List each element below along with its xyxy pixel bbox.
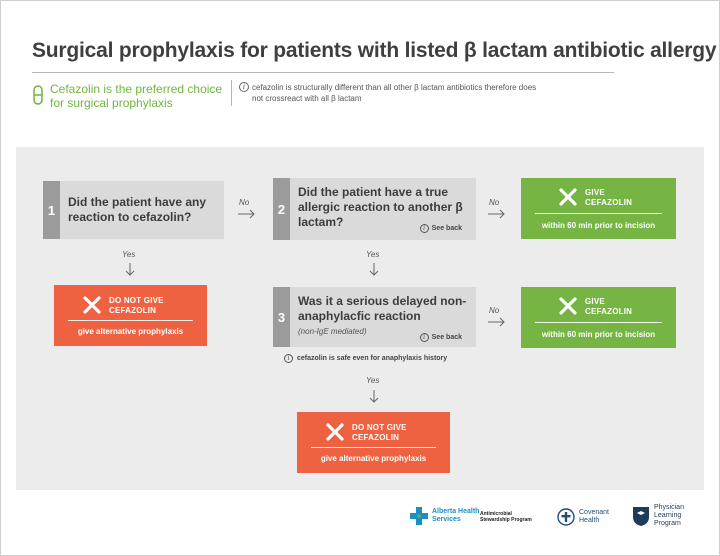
ahs-wordmark: Alberta Health Services — [432, 508, 479, 524]
question-2-see-back: i See back — [419, 224, 462, 233]
alberta-health-services-logo: Alberta Health Services — [410, 507, 479, 525]
x-icon — [559, 297, 577, 315]
question-2-box: 2 Did the patient have a true allergic r… — [273, 178, 476, 240]
outcome-rule — [535, 322, 662, 323]
question-3-subtext: (non-IgE mediated) — [298, 327, 367, 336]
do-not-give-label: DO NOT GIVE CEFAZOLIN — [352, 423, 407, 443]
yes-label-q2: Yes — [366, 250, 380, 259]
info-icon: i — [239, 82, 249, 92]
alternative-prophylaxis-text: give alternative prophylaxis — [77, 327, 184, 336]
title-rule — [32, 72, 614, 73]
arrow-right-icon — [488, 209, 505, 219]
label-line-1: DO NOT GIVE — [109, 296, 164, 305]
timing-text: within 60 min prior to incision — [541, 330, 656, 339]
covenant-line-1: Covenant — [579, 509, 609, 516]
plp-line-1: Physician — [654, 504, 684, 511]
antimicrobial-stewardship-logo: Antimicrobial Stewardship Program — [480, 511, 532, 523]
see-back-label: See back — [431, 225, 462, 232]
give-outcome-q2: GIVE CEFAZOLIN within 60 min prior to in… — [521, 178, 676, 239]
outcome-rule — [311, 447, 436, 448]
page-title: Surgical prophylaxis for patients with l… — [32, 39, 717, 62]
covenant-line-2: Health — [579, 517, 600, 524]
question-2-text: Did the patient have a true allergic rea… — [298, 185, 463, 229]
plp-line-2: Learning — [654, 512, 682, 519]
yes-label-q3: Yes — [366, 376, 380, 385]
label-line-1: DO NOT GIVE — [352, 423, 407, 432]
no-label-q2: No — [489, 198, 500, 207]
safe-note-text: cefazolin is safe even for anaphylaxis h… — [297, 355, 448, 362]
yes-label-q1: Yes — [122, 250, 136, 259]
see-back-label: See back — [431, 334, 462, 341]
label-line-2: CEFAZOLIN — [585, 198, 633, 207]
arrow-down-icon — [125, 263, 135, 276]
label-line-1: GIVE — [585, 297, 605, 306]
info-icon: i — [419, 333, 429, 342]
plp-wordmark: Physician Learning Program — [654, 504, 684, 528]
arrow-down-icon — [369, 263, 379, 276]
outcome-rule — [535, 213, 662, 214]
do-not-give-outcome-q3: DO NOT GIVE CEFAZOLIN give alternative p… — [297, 412, 450, 473]
give-label: GIVE CEFAZOLIN — [585, 188, 632, 208]
ahs-line-2: Services — [432, 516, 461, 523]
question-1-text: Did the patient have any reaction to cef… — [68, 195, 207, 224]
structural-note: cefazolin is structurally different than… — [252, 83, 537, 103]
ahs-line-1: Alberta Health — [432, 508, 480, 515]
arrow-down-icon — [369, 390, 379, 403]
info-icon: i — [419, 224, 429, 233]
arrow-right-icon — [488, 317, 505, 327]
covenant-wordmark: Covenant Health — [579, 509, 609, 525]
do-not-give-outcome-q1: DO NOT GIVE CEFAZOLIN give alternative p… — [54, 285, 207, 346]
question-3-text: Was it a serious delayed non-anaphylacfi… — [298, 294, 467, 323]
asp-line-1: Antimicrobial — [480, 511, 512, 517]
timing-text: within 60 min prior to incision — [541, 221, 656, 230]
note-divider — [231, 80, 232, 106]
asp-wordmark: Antimicrobial Stewardship Program — [480, 511, 532, 523]
label-line-1: GIVE — [585, 188, 605, 197]
label-line-2: CEFAZOLIN — [352, 433, 400, 442]
no-label-q3: No — [489, 306, 500, 315]
info-icon: i — [284, 354, 293, 363]
ahs-cross-icon — [410, 507, 428, 525]
x-icon — [559, 188, 577, 206]
anaphylaxis-safe-note: i cefazolin is safe even for anaphylaxis… — [284, 354, 447, 363]
do-not-give-label: DO NOT GIVE CEFAZOLIN — [109, 296, 164, 316]
covenant-cross-icon — [557, 508, 575, 526]
x-icon — [83, 296, 101, 314]
outcome-rule — [68, 320, 193, 321]
asp-line-2: Stewardship Program — [480, 517, 532, 523]
question-1-number: 1 — [43, 181, 60, 239]
pill-icon — [33, 85, 43, 105]
physician-learning-program-logo: Physician Learning Program — [632, 504, 684, 528]
label-line-2: CEFAZOLIN — [585, 307, 633, 316]
give-outcome-q3: GIVE CEFAZOLIN within 60 min prior to in… — [521, 287, 676, 348]
plp-line-3: Program — [654, 520, 681, 527]
alternative-prophylaxis-text: give alternative prophylaxis — [320, 454, 427, 463]
question-3-box: 3 Was it a serious delayed non-anaphylac… — [273, 287, 476, 347]
arrow-right-icon — [238, 209, 255, 219]
x-icon — [326, 423, 344, 441]
covenant-health-logo: Covenant Health — [557, 508, 609, 526]
preferred-choice-note: Cefazolin is the preferred choice for su… — [50, 82, 223, 110]
plp-shield-icon — [633, 507, 649, 526]
question-3-see-back: i See back — [419, 333, 462, 342]
question-1-box: 1 Did the patient have any reaction to c… — [43, 181, 224, 239]
no-label-q1: No — [239, 198, 250, 207]
give-label: GIVE CEFAZOLIN — [585, 297, 632, 317]
question-2-number: 2 — [273, 178, 290, 240]
question-3-number: 3 — [273, 287, 290, 347]
label-line-2: CEFAZOLIN — [109, 306, 157, 315]
